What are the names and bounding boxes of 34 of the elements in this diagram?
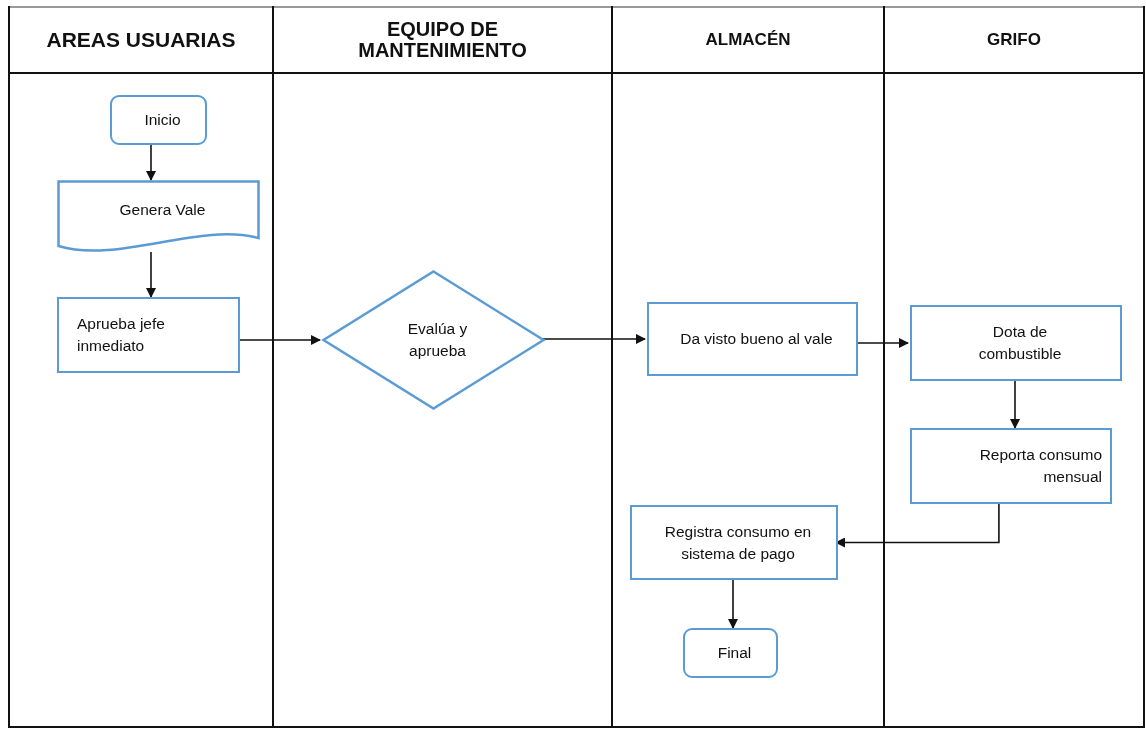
arrow xyxy=(1010,380,1020,429)
process-box xyxy=(910,428,1112,504)
step-label: Aprueba jefe inmediato xyxy=(77,314,166,356)
process-box xyxy=(630,505,838,580)
arrow xyxy=(542,334,646,344)
terminal-box xyxy=(110,95,207,145)
process-box xyxy=(910,305,1122,381)
document-shape xyxy=(57,180,260,252)
swimlane xyxy=(272,6,613,728)
process-box xyxy=(57,297,240,373)
lane-header: EQUIPO DE MANTENIMIENTO xyxy=(357,19,528,61)
step-label: Inicio xyxy=(144,110,181,131)
step-label: Reporta consumo mensual xyxy=(978,445,1102,487)
arrow xyxy=(146,144,156,181)
terminal-box xyxy=(683,628,778,678)
swimlane xyxy=(611,6,885,728)
arrow xyxy=(835,503,1000,548)
step-label: Da visto bueno al vale xyxy=(680,329,833,350)
step-label: Final xyxy=(717,643,752,664)
arrow xyxy=(237,335,321,345)
lane-header: ALMACÉN xyxy=(705,31,791,49)
step-label: Evalúa y aprueba xyxy=(406,319,469,361)
arrow xyxy=(146,251,156,298)
process-box xyxy=(647,302,858,376)
step-label: Genera Vale xyxy=(119,200,206,221)
step-label: Registra consumo en sistema de pago xyxy=(663,521,813,564)
swimlane xyxy=(883,6,1145,728)
lane-header: AREAS USUARIAS xyxy=(46,28,236,51)
lane-header: GRIFO xyxy=(987,31,1041,49)
swimlane xyxy=(8,6,274,728)
arrow xyxy=(728,579,738,629)
decision-diamond xyxy=(322,270,545,410)
arrow xyxy=(855,338,909,348)
step-label: Dota de combustible xyxy=(977,322,1063,364)
